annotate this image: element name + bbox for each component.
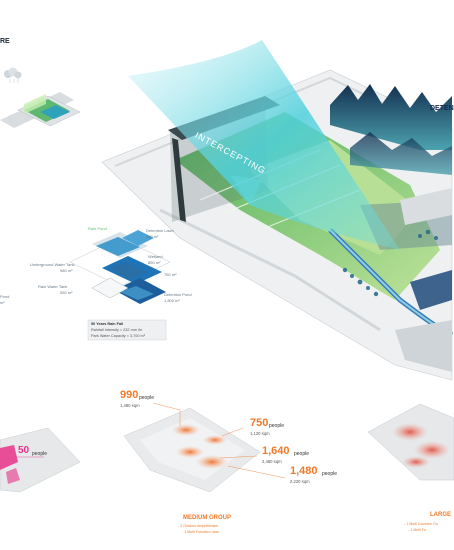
rainfall-intensity: Rainfall Intensity = 232 mm /hr [91,328,143,332]
medium-stat-4-area: 2,220 sqm [290,479,310,484]
medium-stat-1-area: 1,480 sqm [120,403,140,408]
main-park-diagram [101,40,454,381]
small-group-diagram [0,427,81,493]
medium-stat-1-unit: people [139,395,155,401]
mini-site-topleft [0,67,81,128]
large-group-item-2: - 1 Multi Fu [408,528,426,532]
underground-tank-label: Underground Water Tank [30,262,75,267]
left-pond-area: m² [0,300,5,305]
small-group-unit: people [32,451,48,457]
medium-stat-3-area: 2,460 sqm [262,459,282,464]
large-group-title: LARGE [430,512,451,518]
rainfall-title: 50 Years Rain Fall [91,322,124,326]
water-system-diagram [69,230,171,341]
detention-lawn-label: Detention Lawn [146,228,174,233]
wetland-label: Wetland [148,254,163,259]
wetland-area-2: 760 m² [164,272,177,277]
small-group-count: 50 [18,445,30,456]
section-title-corner: RE [0,38,10,45]
large-group-item-1: - 1 Multi Combine Ou [404,522,438,526]
medium-stat-2-area: 1,120 sqm [250,431,270,436]
rain-tank-label: Rain Water Tank [38,284,68,289]
medium-group-item-1: - 2 Outdoor Amphitheater [178,524,219,528]
medium-stat-2-count: 750 [250,417,269,429]
medium-stat-4-count: 1,480 [290,465,318,477]
wetland-area: 850 m² [148,260,161,265]
medium-group-diagram [123,402,286,493]
park-capacity: Park Water Capacity = 3,700 m³ [91,334,145,338]
medium-group-item-2: - 1 Multi Function Lawn [182,530,220,534]
rain-pond-label: Rain Pond [88,226,107,231]
medium-stat-3-unit: people [294,451,310,457]
medium-group-title: MEDIUM GROUP [183,515,231,521]
underground-tank-area: 980 m² [60,268,73,273]
medium-stat-1-count: 990 [120,389,139,401]
detention-label: DETEN [430,105,454,112]
large-group-diagram [367,403,454,481]
medium-stat-3-count: 1,640 [262,445,290,457]
detention-lawn-area: 480 m² [146,234,159,239]
medium-stat-2-unit: people [269,423,285,429]
detention-pond-area: 1,800 m² [164,298,180,303]
medium-stat-4-unit: people [322,471,338,477]
left-pond-label: Pond [0,294,10,299]
rain-tank-area: 550 m² [60,290,73,295]
detention-pond-label: Detention Pond [164,292,192,297]
